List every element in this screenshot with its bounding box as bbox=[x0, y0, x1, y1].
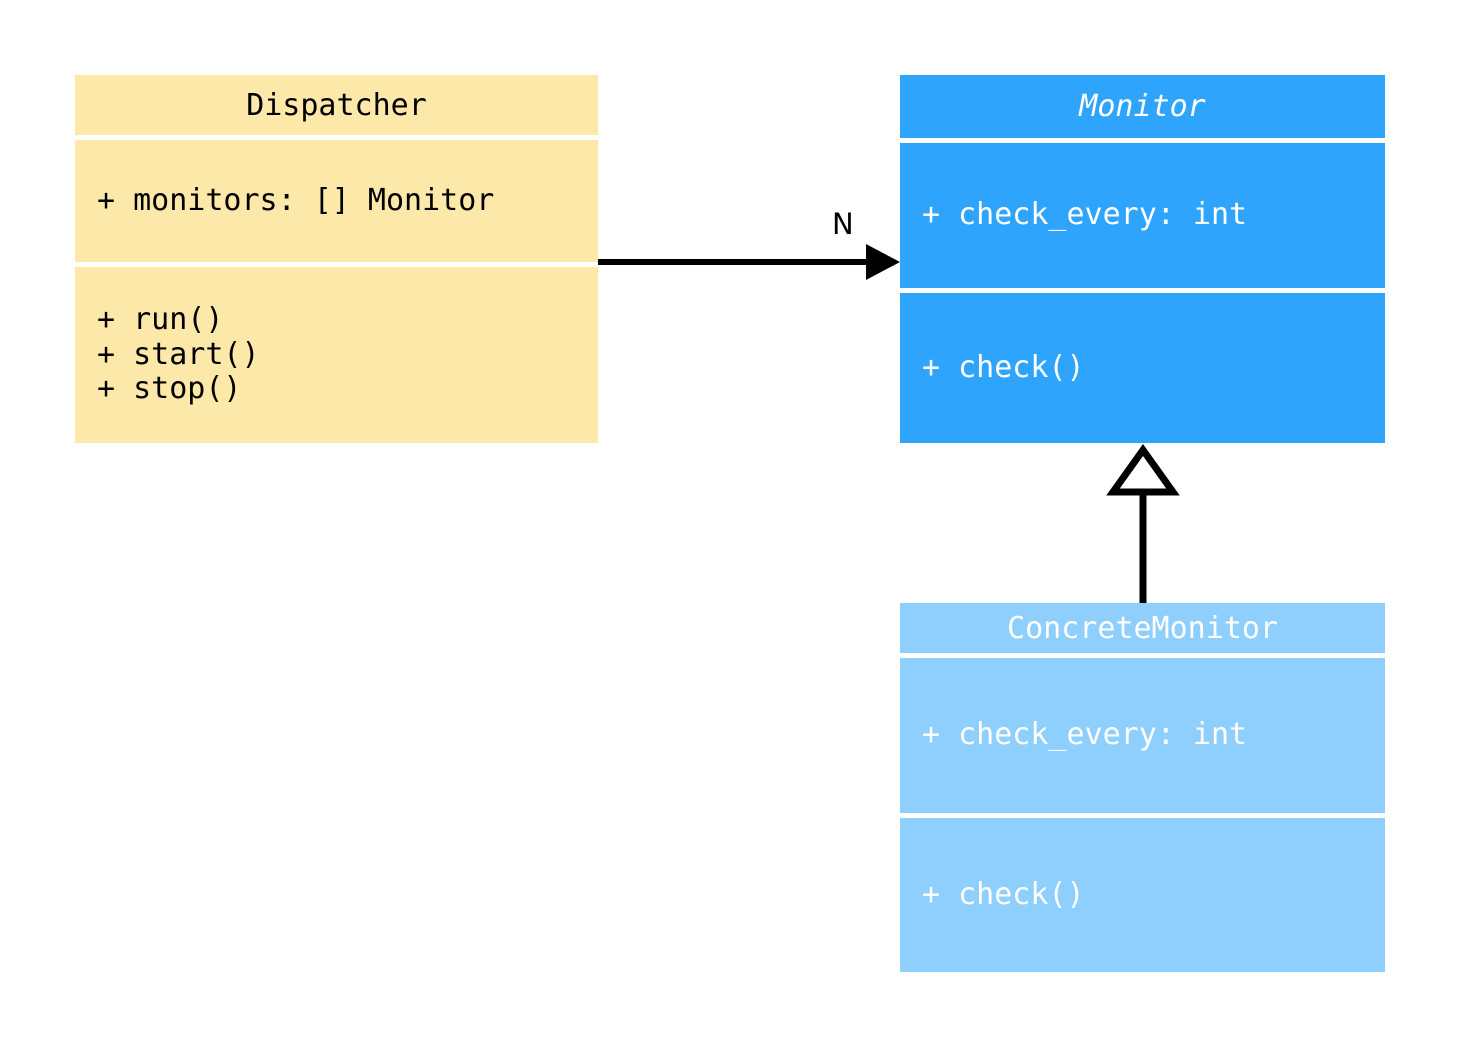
method-row: + check() bbox=[922, 349, 1085, 385]
attribute-row: + check_every: int bbox=[922, 197, 1248, 233]
generalization-hollow-triangle-icon bbox=[1106, 443, 1180, 496]
association-multiplicity-label: N bbox=[832, 207, 854, 241]
method-row: + stop() bbox=[97, 371, 242, 407]
method-row: + check() bbox=[922, 876, 1085, 912]
uml-class-concretemonitor[interactable]: ConcreteMonitor + check_every: int + che… bbox=[900, 603, 1385, 972]
methods-compartment-concretemonitor: + check() bbox=[900, 818, 1385, 972]
class-title-monitor: Monitor bbox=[900, 75, 1385, 138]
compartment-divider bbox=[900, 288, 1385, 293]
class-title-dispatcher: Dispatcher bbox=[75, 75, 598, 135]
method-row: + run() bbox=[97, 301, 224, 337]
uml-class-dispatcher[interactable]: Dispatcher + monitors: [] Monitor + run(… bbox=[75, 75, 598, 443]
attribute-row: + monitors: [] Monitor bbox=[97, 182, 495, 218]
attributes-compartment-dispatcher: + monitors: [] Monitor bbox=[75, 140, 598, 262]
methods-compartment-monitor: + check() bbox=[900, 293, 1385, 443]
attribute-row: + check_every: int bbox=[922, 717, 1248, 753]
compartment-divider bbox=[75, 262, 598, 267]
compartment-divider bbox=[900, 138, 1385, 143]
methods-compartment-dispatcher: + run() + start() + stop() bbox=[75, 267, 598, 443]
class-title-concretemonitor: ConcreteMonitor bbox=[900, 603, 1385, 653]
compartment-divider bbox=[900, 813, 1385, 818]
attributes-compartment-concretemonitor: + check_every: int bbox=[900, 658, 1385, 813]
uml-class-monitor[interactable]: Monitor + check_every: int + check() bbox=[900, 75, 1385, 443]
attributes-compartment-monitor: + check_every: int bbox=[900, 143, 1385, 288]
compartment-divider bbox=[900, 653, 1385, 658]
association-dispatcher-to-monitor bbox=[598, 244, 900, 280]
compartment-divider bbox=[75, 135, 598, 140]
generalization-concretemonitor-to-monitor bbox=[1106, 443, 1180, 603]
association-arrowhead-icon bbox=[866, 244, 900, 280]
method-row: + start() bbox=[97, 336, 260, 372]
